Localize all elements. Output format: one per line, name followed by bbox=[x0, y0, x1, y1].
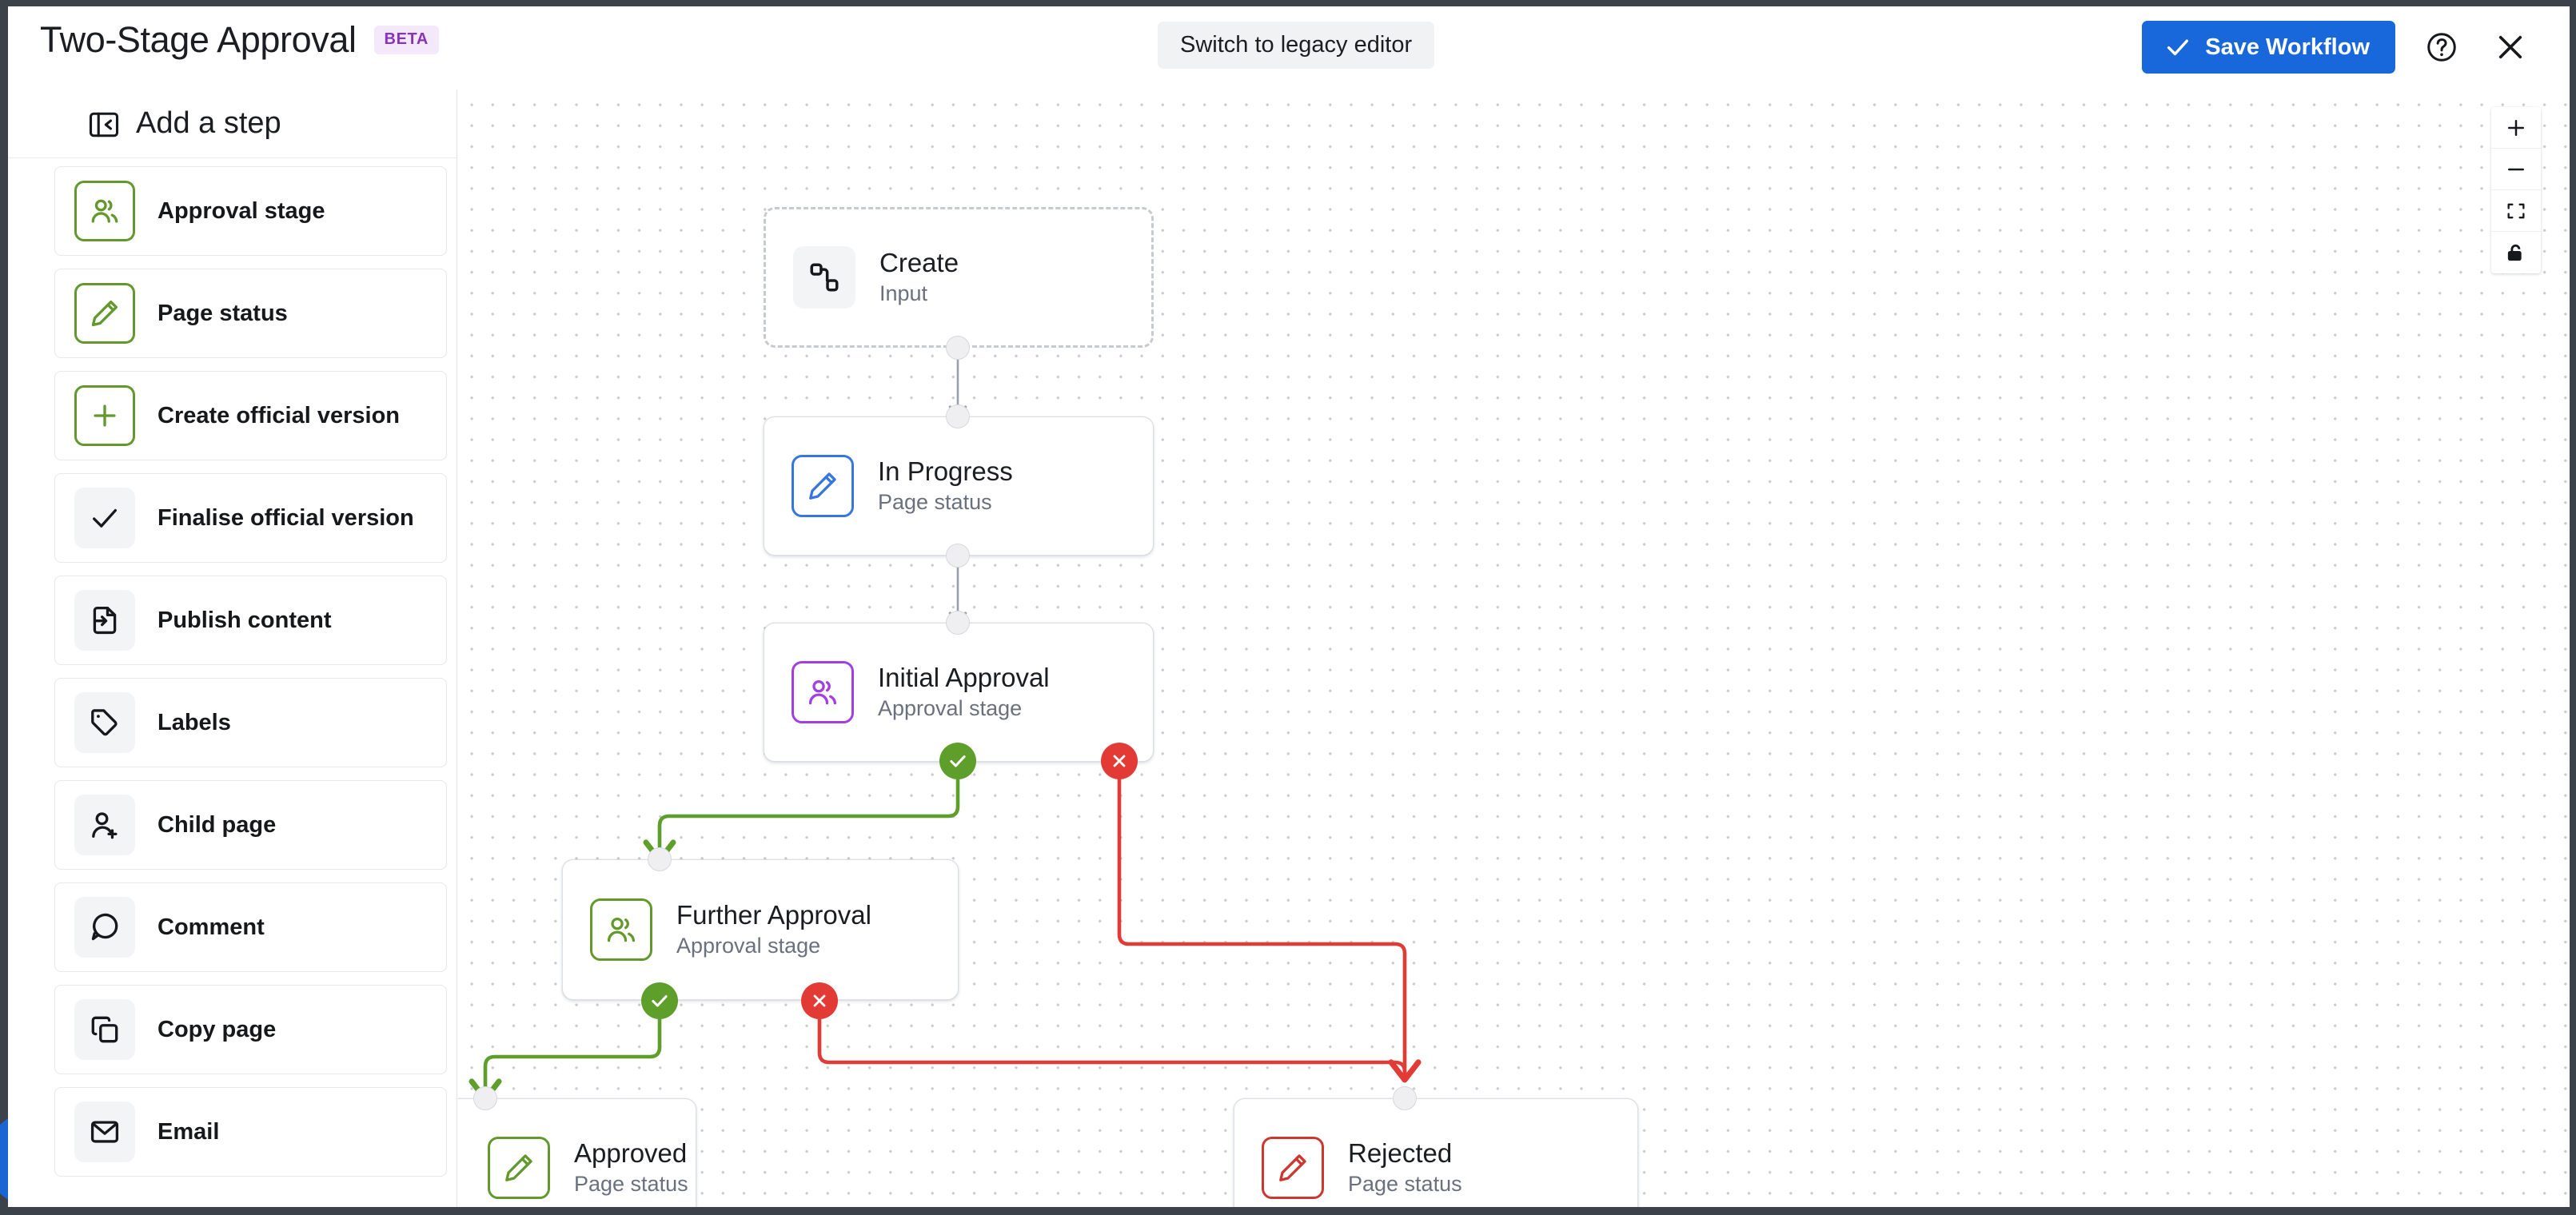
workflow-node-approved[interactable]: Approved Page status bbox=[458, 1098, 696, 1207]
window-chrome-top bbox=[0, 0, 2576, 6]
help-circle-icon[interactable] bbox=[2419, 25, 2464, 70]
save-workflow-label: Save Workflow bbox=[2205, 34, 2370, 60]
sidebar-step-copy-page[interactable]: Copy page bbox=[54, 985, 447, 1074]
zoom-out-button[interactable] bbox=[2491, 149, 2541, 190]
sidebar-header: Add a step bbox=[8, 90, 457, 158]
workflow-node-initial-approval[interactable]: Initial Approval Approval stage bbox=[764, 623, 1154, 762]
pencil-icon bbox=[488, 1137, 550, 1199]
sidebar-title: Add a step bbox=[136, 106, 281, 140]
node-handle-in-progress-top[interactable] bbox=[946, 404, 970, 428]
sidebar-step-labels[interactable]: Labels bbox=[54, 678, 447, 767]
pencil-icon bbox=[792, 455, 854, 517]
node-title: Approved bbox=[574, 1138, 688, 1169]
node-handle-further-approval-top[interactable] bbox=[648, 847, 672, 871]
title-group: Two-Stage Approval BETA bbox=[40, 19, 439, 61]
workflow-node-further-approval[interactable]: Further Approval Approval stage bbox=[562, 859, 959, 1000]
node-handle-approved-top[interactable] bbox=[473, 1086, 497, 1110]
reject-badge-initial-approval[interactable] bbox=[1101, 743, 1138, 779]
check-icon bbox=[2164, 34, 2191, 61]
node-text: Initial Approval Approval stage bbox=[878, 663, 1050, 722]
switch-to-legacy-editor-button[interactable]: Switch to legacy editor bbox=[1158, 22, 1435, 69]
sidebar-step-label: Copy page bbox=[158, 1016, 277, 1042]
workflow-edges bbox=[469, 348, 1422, 1102]
node-subtitle: Page status bbox=[1348, 1172, 1462, 1197]
close-icon[interactable] bbox=[2488, 25, 2533, 70]
sidebar-step-label: Labels bbox=[158, 709, 231, 735]
envelope-icon bbox=[74, 1101, 135, 1162]
zoom-in-button[interactable] bbox=[2491, 107, 2541, 149]
workflow-node-rejected[interactable]: Rejected Page status bbox=[1234, 1098, 1638, 1207]
pencil-icon bbox=[74, 283, 135, 344]
plus-icon bbox=[74, 385, 135, 446]
sidebar-step-label: Page status bbox=[158, 300, 288, 326]
approve-badge-further-approval[interactable] bbox=[641, 982, 678, 1019]
user-plus-icon bbox=[74, 795, 135, 855]
pencil-icon bbox=[1262, 1137, 1324, 1199]
sidebar-step-comment[interactable]: Comment bbox=[54, 882, 447, 972]
users-icon bbox=[792, 661, 854, 723]
sidebar-step-approval-stage[interactable]: Approval stage bbox=[54, 166, 447, 256]
reject-badge-further-approval[interactable] bbox=[801, 982, 838, 1019]
node-text: Approved Page status bbox=[574, 1138, 688, 1197]
copy-icon bbox=[74, 999, 135, 1060]
top-bar-actions: Save Workflow bbox=[2142, 21, 2533, 74]
node-handle-create-bottom[interactable] bbox=[946, 336, 970, 360]
panel-collapse-icon[interactable] bbox=[86, 107, 122, 142]
node-subtitle: Page status bbox=[878, 490, 992, 515]
sidebar-step-label: Comment bbox=[158, 914, 265, 940]
workflow-node-create[interactable]: Create Input bbox=[764, 207, 1154, 348]
window-chrome-right bbox=[2570, 0, 2576, 1215]
beta-badge: BETA bbox=[373, 26, 439, 54]
sidebar-step-create-official-version[interactable]: Create official version bbox=[54, 371, 447, 460]
node-title: Create bbox=[879, 248, 959, 278]
node-title: Further Approval bbox=[676, 900, 871, 930]
canvas-zoom-controls bbox=[2491, 107, 2541, 273]
lock-button[interactable] bbox=[2491, 232, 2541, 273]
sidebar-step-page-status[interactable]: Page status bbox=[54, 269, 447, 358]
sidebar-step-child-page[interactable]: Child page bbox=[54, 780, 447, 870]
users-icon bbox=[74, 181, 135, 241]
sidebar-step-publish-content[interactable]: Publish content bbox=[54, 576, 447, 665]
node-subtitle: Approval stage bbox=[878, 696, 1023, 721]
sidebar-step-label: Approval stage bbox=[158, 197, 325, 224]
sidebar-step-label: Create official version bbox=[158, 402, 400, 428]
sidebar-step-label: Child page bbox=[158, 811, 277, 838]
node-handle-rejected-top[interactable] bbox=[1393, 1086, 1417, 1110]
approve-badge-initial-approval[interactable] bbox=[939, 743, 976, 779]
top-bar: Two-Stage Approval BETA Switch to legacy… bbox=[8, 6, 2570, 90]
sidebar-step-label: Finalise official version bbox=[158, 504, 414, 531]
node-title: Initial Approval bbox=[878, 663, 1050, 693]
sidebar-step-email[interactable]: Email bbox=[54, 1087, 447, 1177]
node-handle-in-progress-bottom[interactable] bbox=[946, 544, 970, 568]
save-workflow-button[interactable]: Save Workflow bbox=[2142, 21, 2395, 74]
node-subtitle: Page status bbox=[574, 1172, 688, 1197]
nodes-icon bbox=[793, 246, 855, 309]
window-chrome-bottom bbox=[0, 1207, 2576, 1215]
workflow-editor-window: Two-Stage Approval BETA Switch to legacy… bbox=[8, 6, 2570, 1207]
sidebar-step-label: Publish content bbox=[158, 607, 332, 633]
publish-icon bbox=[74, 590, 135, 651]
workflow-canvas[interactable]: Create Input In Progress Page status bbox=[458, 90, 2570, 1207]
fit-screen-button[interactable] bbox=[2491, 190, 2541, 232]
sidebar-step-label: Email bbox=[158, 1118, 220, 1145]
tag-icon bbox=[74, 692, 135, 753]
node-text: Rejected Page status bbox=[1348, 1138, 1462, 1197]
node-text: Create Input bbox=[879, 248, 959, 307]
node-text: In Progress Page status bbox=[878, 456, 1013, 516]
sidebar-step-finalise-official-version[interactable]: Finalise official version bbox=[54, 473, 447, 563]
node-subtitle: Input bbox=[879, 281, 928, 306]
node-text: Further Approval Approval stage bbox=[676, 900, 871, 959]
workflow-node-in-progress[interactable]: In Progress Page status bbox=[764, 416, 1154, 556]
users-icon bbox=[590, 898, 652, 961]
window-chrome-left bbox=[0, 0, 8, 1215]
node-title: Rejected bbox=[1348, 1138, 1453, 1169]
node-handle-initial-approval-top[interactable] bbox=[946, 611, 970, 635]
node-subtitle: Approval stage bbox=[676, 934, 821, 958]
node-title: In Progress bbox=[878, 456, 1013, 487]
comment-icon bbox=[74, 897, 135, 958]
check-icon bbox=[74, 488, 135, 548]
page-title: Two-Stage Approval bbox=[40, 19, 357, 60]
